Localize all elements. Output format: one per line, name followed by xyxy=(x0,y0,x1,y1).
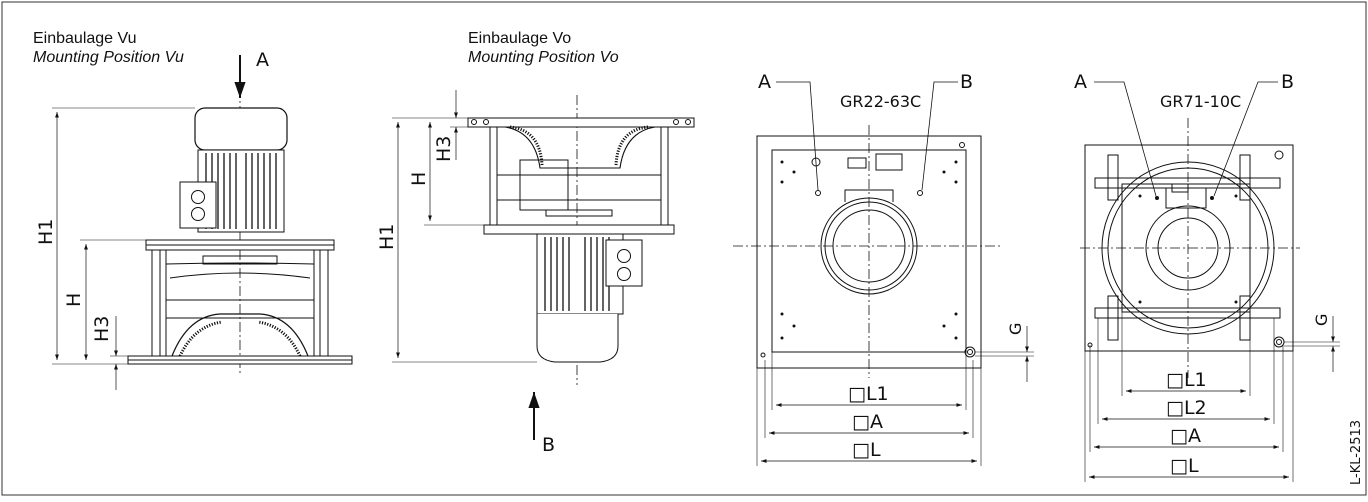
left-arrow-label: A xyxy=(256,49,269,71)
middle-view-caption: Einbaulage Vo Mounting Position Vo xyxy=(468,29,619,67)
plan2-dim-l2: □L2 xyxy=(1166,397,1207,419)
plan1-model-label: GR22-63C xyxy=(840,92,921,111)
middle-view-vo xyxy=(392,90,695,440)
left-dim-h1-label: H1 xyxy=(35,219,57,245)
plan2-label-b: B xyxy=(1281,71,1294,93)
plan2-dim-l1: □L1 xyxy=(1166,369,1207,391)
left-view-caption: Einbaulage Vu Mounting Position Vu xyxy=(33,29,184,67)
middle-dim-h-label: H xyxy=(408,172,430,186)
left-dim-h-label: H xyxy=(63,293,85,307)
plan2-dim-l: □L xyxy=(1170,455,1199,477)
plan-view-gr22 xyxy=(733,81,1034,466)
middle-caption-de: Einbaulage Vo xyxy=(468,30,572,47)
left-view-vu xyxy=(52,55,353,390)
plan-view-gr71 xyxy=(1080,81,1340,482)
left-dim-h3-label: H3 xyxy=(91,316,113,342)
plan1-dim-l1: □L1 xyxy=(848,383,889,405)
middle-dim-h3-label: H3 xyxy=(433,136,455,162)
left-caption-en: Mounting Position Vu xyxy=(33,49,184,66)
drawing-code: L-KL-2513 xyxy=(1349,420,1364,485)
middle-caption-en: Mounting Position Vo xyxy=(468,49,619,66)
plan1-dim-l: □L xyxy=(852,439,881,461)
plan2-dim-g: G xyxy=(1312,314,1331,326)
middle-arrow-label: B xyxy=(542,434,555,456)
middle-dim-h1-label: H1 xyxy=(376,224,398,250)
plan2-dim-a: □A xyxy=(1170,425,1201,447)
plan2-model-label: GR71-10C xyxy=(1160,92,1241,111)
plan1-dim-g: G xyxy=(1006,323,1025,335)
plan2-label-a: A xyxy=(1074,71,1087,93)
plan1-dim-a: □A xyxy=(852,411,883,433)
left-caption-de: Einbaulage Vu xyxy=(33,30,137,47)
plan1-label-a: A xyxy=(758,71,771,93)
plan1-label-b: B xyxy=(960,71,973,93)
